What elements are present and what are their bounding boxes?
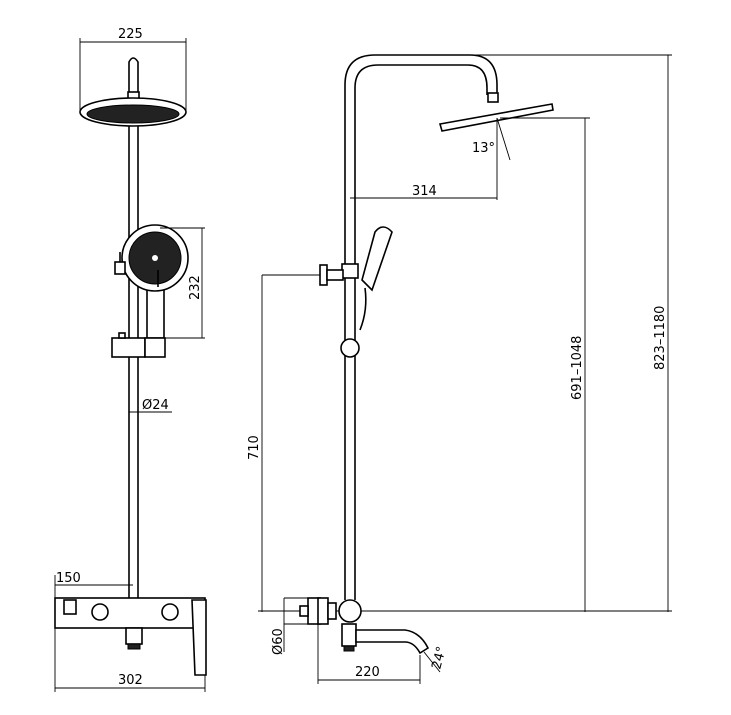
mixer-body	[54, 597, 206, 629]
spout-angle-label: 24°	[429, 645, 449, 671]
side-spout	[355, 629, 430, 655]
head-height-label: 691–1048	[570, 336, 585, 400]
front-view: 225 232 Ø24 150	[54, 27, 207, 692]
side-shower-head	[438, 103, 554, 132]
arm-reach-label: 314	[412, 184, 437, 199]
hand-shower-height-label: 232	[188, 275, 203, 300]
overall-height-label: 823–1180	[653, 306, 668, 370]
outlet-offset-label: 150	[56, 571, 81, 586]
head-width-label: 225	[118, 27, 143, 42]
pole-diameter-label: Ø24	[142, 398, 169, 413]
bracket-height-label: 710	[247, 435, 262, 460]
mixer-width-label: 302	[118, 673, 143, 688]
side-view: 823–1180 691–1048 13° 314 710	[247, 54, 672, 684]
inlet-diameter-label: Ø60	[271, 628, 286, 655]
side-hand-shower	[361, 226, 393, 292]
head-angle-label: 13°	[472, 141, 495, 156]
spout-reach-label: 220	[355, 665, 380, 680]
